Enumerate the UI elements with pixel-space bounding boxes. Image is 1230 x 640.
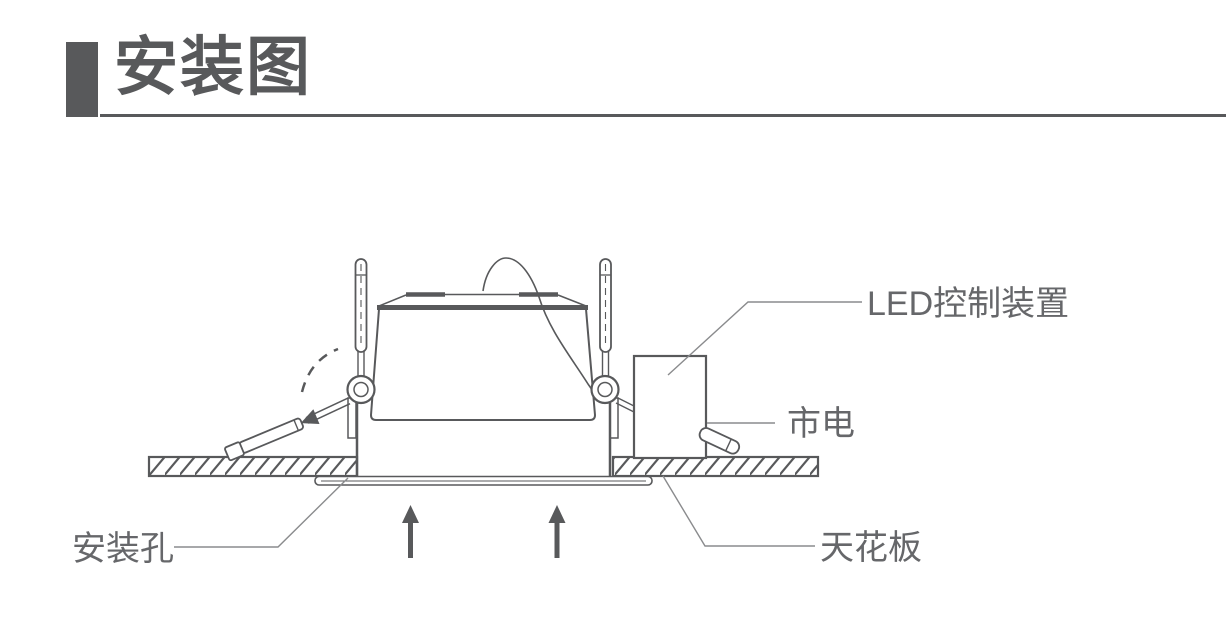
rotation-arc bbox=[300, 347, 339, 393]
title-accent-bar bbox=[66, 42, 98, 117]
lamp-body bbox=[369, 292, 597, 421]
right-coil-inner bbox=[597, 381, 613, 398]
label-led-driver: LED控制装置 bbox=[867, 285, 1069, 323]
insertion-arrows bbox=[402, 505, 566, 558]
label-mains-power: 市电 bbox=[787, 405, 855, 443]
leader-ceiling bbox=[662, 475, 815, 547]
arm-sleeve-line bbox=[293, 419, 300, 431]
arm-tube bbox=[238, 417, 304, 454]
spring-coils bbox=[346, 374, 620, 405]
ceiling-section bbox=[147, 455, 820, 478]
right-coil-outer bbox=[590, 374, 620, 405]
trim-ring bbox=[314, 475, 653, 486]
leader-lines bbox=[174, 301, 862, 548]
lamp-top-right-slant bbox=[557, 294, 587, 307]
led-driver-box bbox=[632, 354, 708, 460]
left-coil-inner bbox=[353, 381, 369, 398]
ceiling-right-slab bbox=[611, 455, 820, 478]
title-underline bbox=[100, 114, 1226, 117]
lamp-body-outline bbox=[369, 308, 597, 421]
right-pin-neck bbox=[601, 350, 610, 378]
leader-led-driver bbox=[667, 301, 862, 376]
label-ceiling: 天花板 bbox=[820, 529, 922, 567]
arm-arrowhead bbox=[300, 409, 320, 424]
page-title: 安装图 bbox=[114, 31, 312, 103]
spring-arm bbox=[224, 397, 351, 462]
mains-cable bbox=[698, 427, 741, 455]
left-coil-outer bbox=[346, 374, 376, 405]
lamp-top-left-slant bbox=[378, 294, 407, 307]
up-arrow-right-stem bbox=[554, 522, 560, 558]
up-arrow-left-stem bbox=[408, 522, 413, 558]
spring-pins bbox=[354, 258, 612, 378]
left-pin-neck bbox=[357, 350, 365, 378]
up-arrow-left-head bbox=[402, 505, 419, 523]
ceiling-left-slab bbox=[147, 455, 359, 478]
up-arrow-right-head bbox=[548, 505, 566, 523]
label-mounting-hole: 安装孔 bbox=[72, 530, 174, 568]
lamp-can bbox=[347, 397, 619, 476]
leader-mounting-hole bbox=[174, 477, 349, 548]
arm-end-cap bbox=[224, 441, 245, 462]
